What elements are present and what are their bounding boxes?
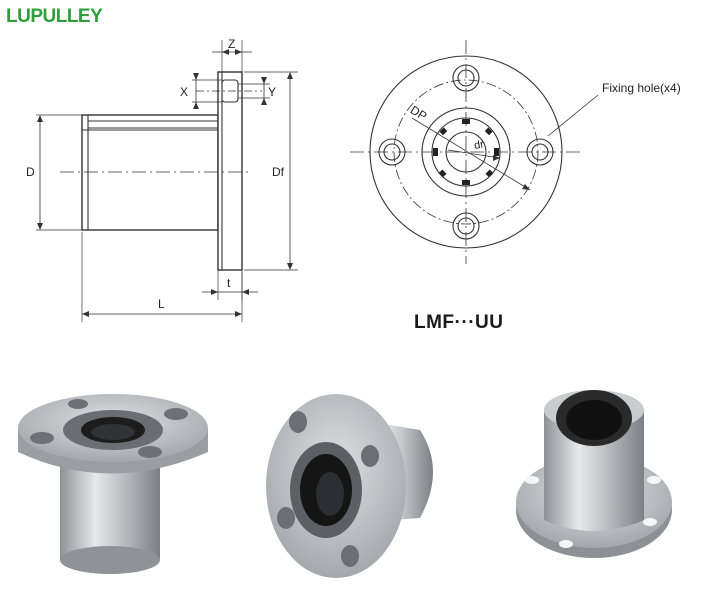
dim-d-label: D [26,165,35,179]
brand-logo: LUPULLEY [6,6,103,27]
dim-t-label: t [227,276,231,290]
dim-df-label: Df [272,165,285,179]
flange-bearing-photo-up [516,390,672,558]
dim-x-label: X [180,85,188,99]
side-view-drawing [36,40,298,322]
fixing-hole-callout: Fixing hole(x4) [602,81,681,95]
dim-l-label: L [158,297,165,311]
model-label: LMF···UU [414,312,504,333]
dim-z-label: Z [228,37,235,51]
dim-y-label: Y [268,85,276,99]
ball-row [88,120,240,129]
ball-segments [433,119,499,185]
front-view-drawing [350,40,599,264]
flange-bearing-photo-front [266,394,433,578]
flange-bearing-photo-top [18,394,208,574]
dim-dr-label: dr [473,138,485,152]
